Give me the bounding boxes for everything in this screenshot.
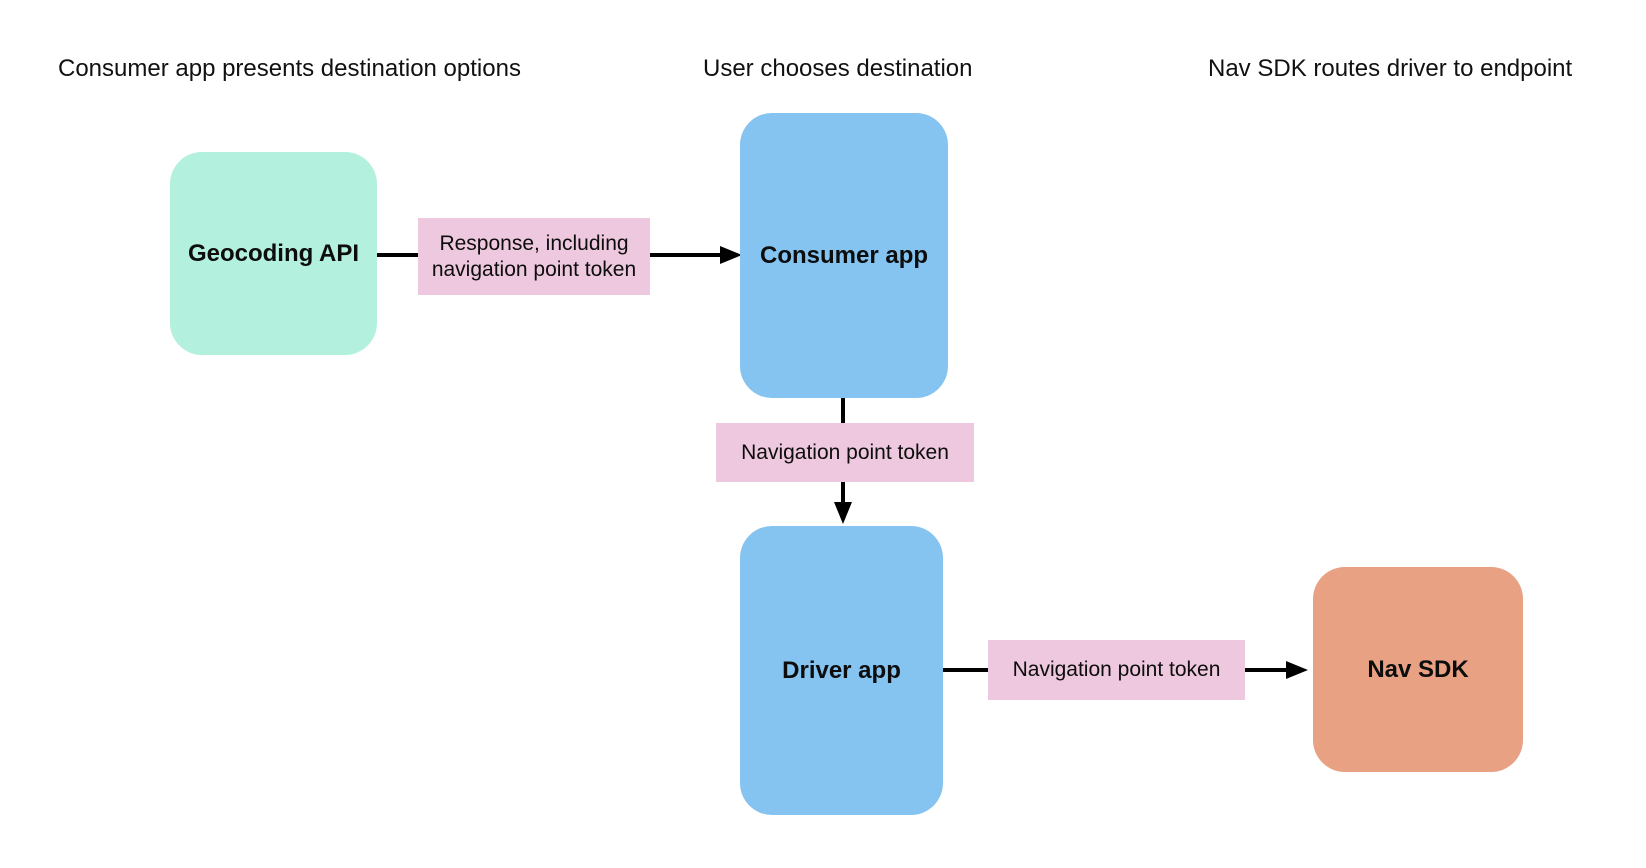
node-geocoding-api-label: Geocoding API <box>187 239 360 267</box>
edge-label-response-including-token: Response, including navigation point tok… <box>418 218 650 295</box>
lane-header-consumer-presents: Consumer app presents destination option… <box>58 55 521 82</box>
arrowhead-icon <box>834 502 852 524</box>
arrowhead-icon <box>1286 661 1308 679</box>
node-consumer-app-label: Consumer app <box>759 241 929 269</box>
lane-header-user-chooses: User chooses destination <box>703 55 973 82</box>
arrowhead-icon <box>720 246 742 264</box>
edge-label-navigation-point-token-1: Navigation point token <box>716 423 974 482</box>
node-nav-sdk-label: Nav SDK <box>1367 655 1469 683</box>
lane-header-navsdk-routes: Nav SDK routes driver to endpoint <box>1208 55 1573 82</box>
edge-label-navigation-point-token-2: Navigation point token <box>988 640 1245 700</box>
node-driver-app-label: Driver app <box>782 656 901 684</box>
node-driver-app: Driver app <box>740 526 943 815</box>
node-consumer-app: Consumer app <box>740 113 948 398</box>
node-geocoding-api: Geocoding API <box>170 152 377 355</box>
node-nav-sdk: Nav SDK <box>1313 567 1523 772</box>
